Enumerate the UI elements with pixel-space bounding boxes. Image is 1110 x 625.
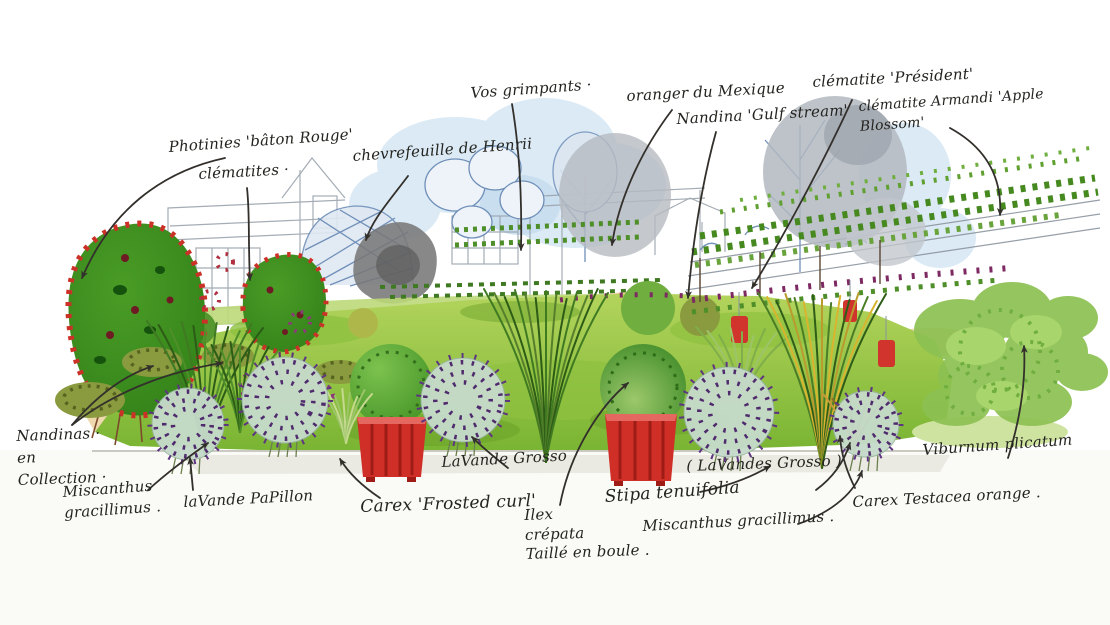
label-miscanthus-left: Miscanthus gracillimus . xyxy=(62,476,162,522)
arrow-chevrefeuille xyxy=(364,175,409,241)
foreground-ground xyxy=(0,450,1110,625)
arrow-ilex xyxy=(559,382,629,506)
planter-2 xyxy=(605,414,677,486)
arrow-nandinas-a xyxy=(71,364,154,426)
annotation-arrows xyxy=(71,99,1028,525)
grey-trees xyxy=(353,96,926,304)
arrow-lavande-papillon xyxy=(187,457,195,491)
label-ilex: Ilex crépata Taillé en boule . xyxy=(524,504,650,563)
arrow-stipa xyxy=(699,465,771,493)
viburnum-shrub xyxy=(912,282,1108,448)
ball-shrub-1 xyxy=(350,344,432,426)
arrow-carex-frosted xyxy=(339,458,381,499)
climbing-hedge xyxy=(691,146,1099,268)
arrow-miscanthus-left xyxy=(147,442,209,491)
grasses-and-lavender xyxy=(146,288,904,475)
arrow-clematite-armandi xyxy=(949,127,1004,216)
arrow-viburnum xyxy=(1007,345,1028,459)
arrow-nandina-gulf xyxy=(685,131,717,299)
arrow-photinies xyxy=(81,157,226,279)
arrow-lavandes-grosso xyxy=(815,442,852,491)
arrow-miscanthus-right xyxy=(797,470,863,525)
arrow-vos-grimpants xyxy=(511,103,525,251)
planter-1 xyxy=(357,417,427,482)
arrow-clematite-president xyxy=(751,99,853,289)
arrow-clematites xyxy=(246,187,254,281)
arrow-nandinas-b xyxy=(71,360,223,426)
ball-shrub-2 xyxy=(600,344,686,430)
arrow-lavande-grosso xyxy=(471,436,509,469)
arrow-oranger xyxy=(609,109,673,246)
arrow-carex-testacea xyxy=(836,435,856,489)
